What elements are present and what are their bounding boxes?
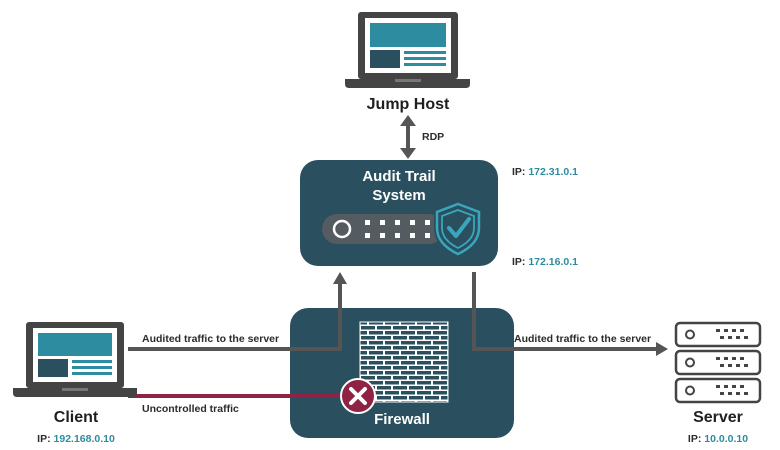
client-ip-prefix: IP: [37, 433, 51, 445]
blocked-x-icon [340, 378, 376, 414]
audit-ip-top-value: 172.31.0.1 [528, 166, 578, 178]
client-ip: IP: 192.168.0.10 [20, 433, 132, 445]
audit-trail-title-line1: Audit Trail [362, 168, 436, 185]
uncontrolled-traffic-label: Uncontrolled traffic [142, 403, 239, 415]
audit-to-server-line [472, 272, 668, 356]
audit-ip-top-prefix: IP: [512, 166, 526, 178]
shield-check-icon [434, 200, 482, 258]
firewall-label: Firewall [374, 411, 430, 428]
audit-trail-title-line2: System [372, 187, 426, 204]
brick-wall-icon [359, 321, 449, 403]
client-audited-traffic-label: Audited traffic to the server [142, 333, 280, 345]
client-laptop-icon [13, 322, 137, 397]
server-ip-prefix: IP: [687, 433, 702, 445]
server-audited-traffic-label: Audited traffic to the server [514, 333, 652, 345]
audit-ip-bottom: IP: 172.16.0.1 [512, 256, 578, 268]
rdp-arrow [400, 115, 416, 159]
rdp-label: RDP [422, 131, 445, 143]
client-to-audit-line [128, 272, 347, 351]
jump-host-label: Jump Host [366, 96, 450, 113]
server-label: Server [693, 409, 743, 426]
client-label: Client [53, 409, 99, 426]
audit-ip-bottom-value: 172.16.0.1 [528, 256, 578, 268]
server-rack-icon [674, 321, 762, 404]
server-ip-value: 10.0.0.10 [704, 433, 749, 445]
audit-ip-top: IP: 172.31.0.1 [512, 166, 578, 178]
audit-ip-bottom-prefix: IP: [512, 256, 526, 268]
client-ip-value: 192.168.0.10 [53, 433, 115, 445]
server-ip: IP: 10.0.0.10 [664, 433, 772, 445]
jump-host-laptop-icon [345, 12, 470, 88]
